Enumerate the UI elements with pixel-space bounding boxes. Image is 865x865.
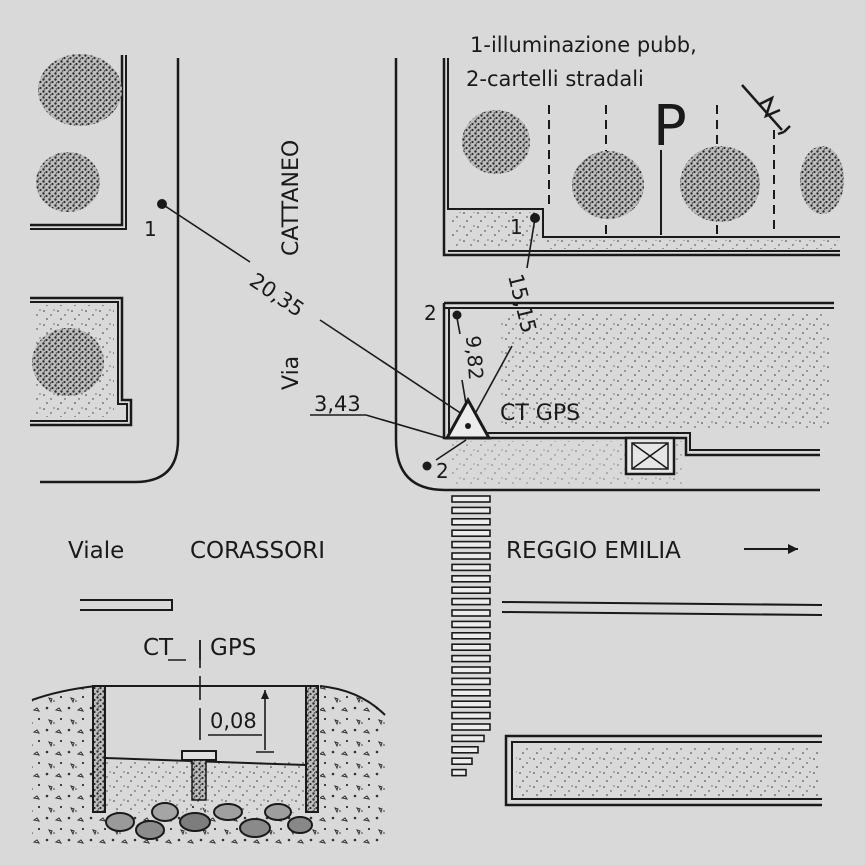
street-viale-prefix: Viale (68, 538, 124, 564)
crosswalk-stripe (451, 757, 473, 766)
shrubs (32, 54, 844, 396)
parking-icon: P (653, 94, 687, 159)
crosswalk-stripe (451, 517, 491, 526)
crosswalk-stripe (451, 643, 491, 652)
crosswalk-stripe (451, 711, 491, 720)
crosswalk-stripe (451, 631, 491, 640)
crosswalk-stripe (451, 597, 491, 606)
distance-3-43: 3,43 (314, 392, 361, 416)
street-reggio-name: REGGIO EMILIA (506, 538, 681, 564)
gps-triangle-marker (444, 396, 492, 440)
crosswalk-stripe (451, 552, 491, 560)
reggio-direction-arrow-icon (744, 544, 798, 554)
crosswalk-stripe (451, 677, 491, 686)
distance-9-82: 9,82 (461, 335, 488, 381)
crosswalk-stripe (451, 609, 491, 617)
ref-point-1-left: 1 (144, 217, 157, 241)
distance-20-35: 20,35 (245, 268, 308, 322)
crosswalk-stripe (451, 529, 491, 538)
crosswalk-stripe (451, 666, 491, 674)
crosswalk-stripe (451, 688, 491, 697)
label-underlines (168, 640, 201, 661)
crosswalk-stripe (451, 745, 479, 754)
legend-item-1: 1-illuminazione pubb, (470, 33, 697, 57)
detail-title-gps: GPS (210, 635, 256, 661)
detail-title-ct: CT (143, 635, 174, 661)
gps-point-label: CT GPS (500, 401, 580, 426)
measurement-lines (161, 203, 536, 461)
crosswalk-stripe (451, 723, 491, 731)
legend-item-2: 2-cartelli stradali (466, 67, 644, 91)
block-northwest (30, 55, 127, 230)
ref-point-2-bottom: 2 (436, 459, 449, 483)
crosswalk-stripe (451, 700, 491, 709)
crosswalk-stripe (451, 540, 491, 549)
ref-point-1-right: 1 (510, 215, 523, 239)
street-via-name: CATTANEO (279, 140, 304, 256)
crosswalk-stripe (451, 506, 491, 515)
crosswalk-stripe (451, 563, 491, 572)
detail-depth: 0,08 (210, 709, 257, 733)
curb-via-cattaneo-west (40, 58, 180, 484)
crosswalk-stripe (451, 586, 491, 595)
crosswalk-stripe (451, 574, 491, 583)
north-arrow-icon (741, 84, 791, 136)
reference-dots (157, 199, 540, 471)
street-viale-name: CORASSORI (190, 538, 325, 564)
crosswalk-stripe (451, 654, 491, 663)
crosswalk-stripe (451, 734, 485, 743)
curb-via-cattaneo-east (394, 58, 820, 492)
crosswalk-stripe (451, 768, 467, 777)
crosswalk-stripe (451, 495, 491, 503)
pedestrian-crossing (451, 495, 491, 777)
ref-point-2-top: 2 (424, 301, 437, 325)
gps-detail-section (31, 640, 386, 845)
street-via-prefix: Via (279, 356, 304, 390)
utility-box (624, 436, 676, 476)
crosswalk-stripe (451, 620, 491, 629)
road-edges-south (80, 599, 823, 807)
